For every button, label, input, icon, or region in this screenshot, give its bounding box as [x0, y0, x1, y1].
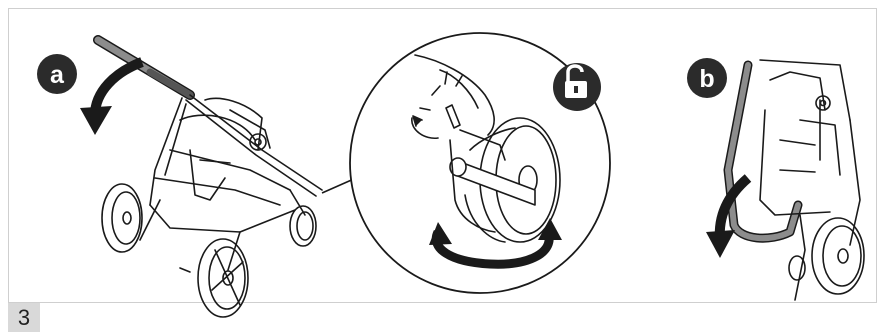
marker-b-badge: b — [687, 58, 727, 98]
padlock-open-icon — [553, 63, 601, 111]
marker-a-badge: a — [37, 54, 77, 94]
marker-b-label: b — [699, 65, 714, 93]
marker-a-label: a — [50, 61, 65, 89]
step-number-label: 3 — [8, 303, 40, 332]
